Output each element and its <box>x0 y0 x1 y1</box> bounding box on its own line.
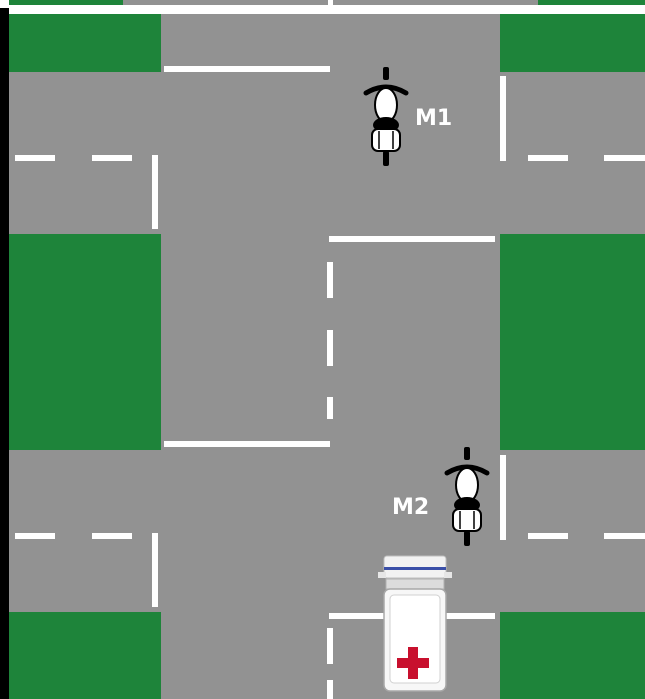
grass-top-left-sliver <box>9 0 123 5</box>
stop-line-south-1 <box>329 236 495 242</box>
left-frame <box>0 8 9 699</box>
stop-line-north-1 <box>164 66 330 72</box>
grass-block-top-right <box>500 14 645 72</box>
stop-line-west-2 <box>152 533 158 607</box>
grass-block-middle-right <box>500 234 645 450</box>
dash <box>15 155 55 161</box>
ambulance-lights <box>384 567 446 570</box>
dash <box>15 533 55 539</box>
dash <box>92 155 132 161</box>
motorcycle-m2-label: M2 <box>392 495 429 520</box>
dash <box>528 533 568 539</box>
dash <box>327 262 333 298</box>
dash <box>604 533 645 539</box>
grass-block-bottom-right <box>500 612 645 699</box>
dash <box>327 330 333 366</box>
grass-block-bottom-left <box>9 612 161 699</box>
dash <box>604 155 645 161</box>
grass-block-middle-left <box>9 234 161 450</box>
stop-line-west-1 <box>152 155 158 229</box>
center-line-top-sliver <box>328 0 333 5</box>
dash <box>327 628 333 664</box>
grass-block-top-left <box>9 14 161 72</box>
grass-top-right-sliver <box>538 0 645 5</box>
ambulance-icon <box>378 556 452 691</box>
motorcycle-m1-label: M1 <box>415 106 452 131</box>
stop-line-east-2 <box>500 455 506 540</box>
ambulance <box>378 556 452 691</box>
dash <box>92 533 132 539</box>
stop-line-north-2 <box>164 441 330 447</box>
dash <box>327 680 333 699</box>
dash <box>327 397 333 419</box>
dash <box>528 155 568 161</box>
stop-line-east-1 <box>500 76 506 161</box>
